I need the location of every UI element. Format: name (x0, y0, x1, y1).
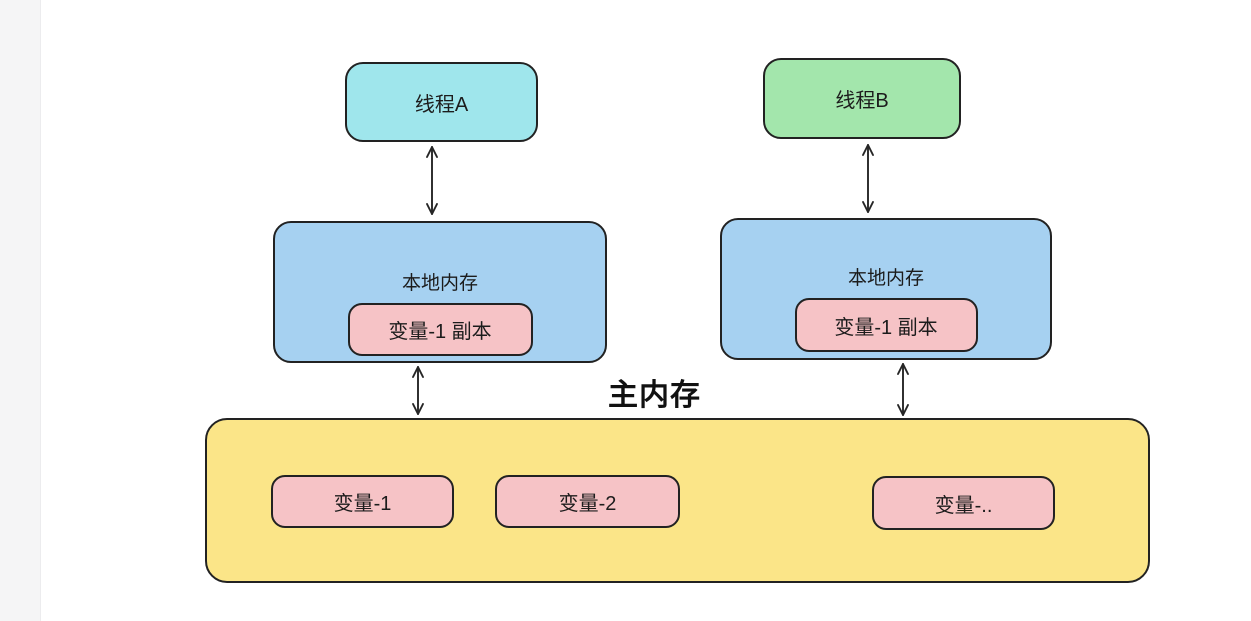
double-arrow-local-b-main-memory (897, 363, 909, 416)
double-arrow-thread-a-local-a (426, 146, 438, 215)
thread-b-box: 线程B (763, 58, 961, 139)
local-memory-b-box: 本地内存 变量-1 副本 (720, 218, 1052, 360)
variable-copy-a-box: 变量-1 副本 (347, 303, 533, 356)
main-variable-1-box: 变量-1 (271, 475, 454, 528)
main-memory-title: 主内存 (608, 379, 701, 412)
local-memory-b-label: 本地内存 (847, 268, 924, 289)
page-gutter (0, 0, 41, 621)
variable-copy-b-label: 变量-1 副本 (834, 316, 938, 339)
double-arrow-local-a-main-memory (412, 366, 424, 415)
main-variable-n-label: 变量-.. (934, 494, 993, 517)
variable-copy-b-box: 变量-1 副本 (794, 298, 978, 352)
main-variable-n-box: 变量-.. (872, 476, 1055, 530)
thread-a-box: 线程A (345, 62, 538, 142)
main-variable-2-label: 变量-2 (558, 493, 617, 515)
double-arrow-thread-b-local-b (862, 144, 874, 213)
thread-b-label: 线程B (835, 90, 889, 112)
main-variable-1-label: 变量-1 (333, 493, 392, 515)
main-variable-2-box: 变量-2 (495, 475, 680, 528)
variable-copy-a-label: 变量-1 副本 (388, 321, 492, 343)
local-memory-a-label: 本地内存 (401, 273, 478, 294)
local-memory-a-box: 本地内存 变量-1 副本 (273, 221, 607, 363)
thread-a-label: 线程A (414, 93, 469, 116)
